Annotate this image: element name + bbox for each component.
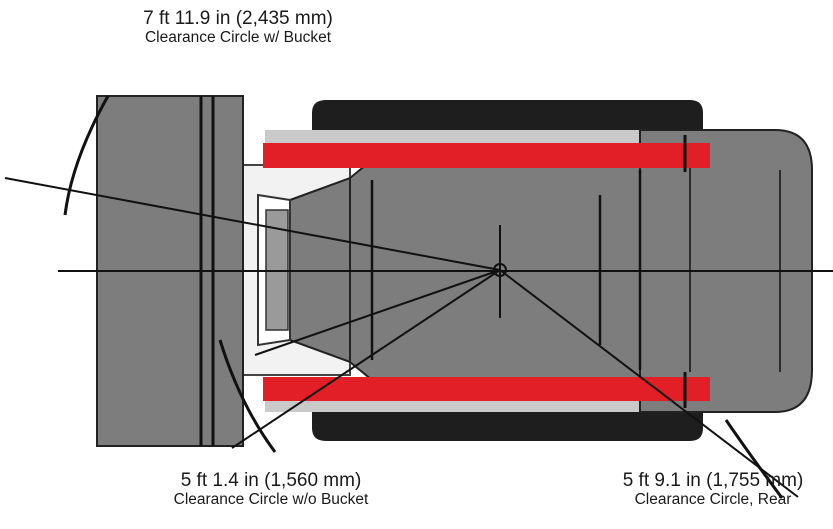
radius-front [254,269,501,356]
label-bucket-clearance: 7 ft 11.9 in (2,435 mm) Clearance Circle… [98,8,378,47]
arc-bucket [63,95,110,216]
radius-rear [499,269,799,498]
track-frame-bottom [263,377,710,401]
caption-bucket: Clearance Circle w/ Bucket [144,29,332,47]
arc-rear [724,419,784,499]
track-frame-top [263,143,710,168]
pivot-point [493,263,507,277]
label-rear-clearance: 5 ft 9.1 in (1,755 mm) Clearance Circle,… [597,470,829,509]
label-no-bucket-clearance: 5 ft 1.4 in (1,560 mm) Clearance Circle … [136,470,406,509]
caption-rear: Clearance Circle, Rear [634,491,792,509]
track-top [312,100,703,130]
track-bottom [312,412,703,441]
measure-rear: 5 ft 9.1 in (1,755 mm) [622,470,804,491]
arc-no-bucket [218,339,277,453]
radius-no-bucket [231,269,501,449]
measure-bucket: 7 ft 11.9 in (2,435 mm) [143,8,333,29]
radius-bucket [4,177,501,271]
measure-no-bucket: 5 ft 1.4 in (1,560 mm) [180,470,362,491]
caption-no-bucket: Clearance Circle w/o Bucket [173,491,369,509]
